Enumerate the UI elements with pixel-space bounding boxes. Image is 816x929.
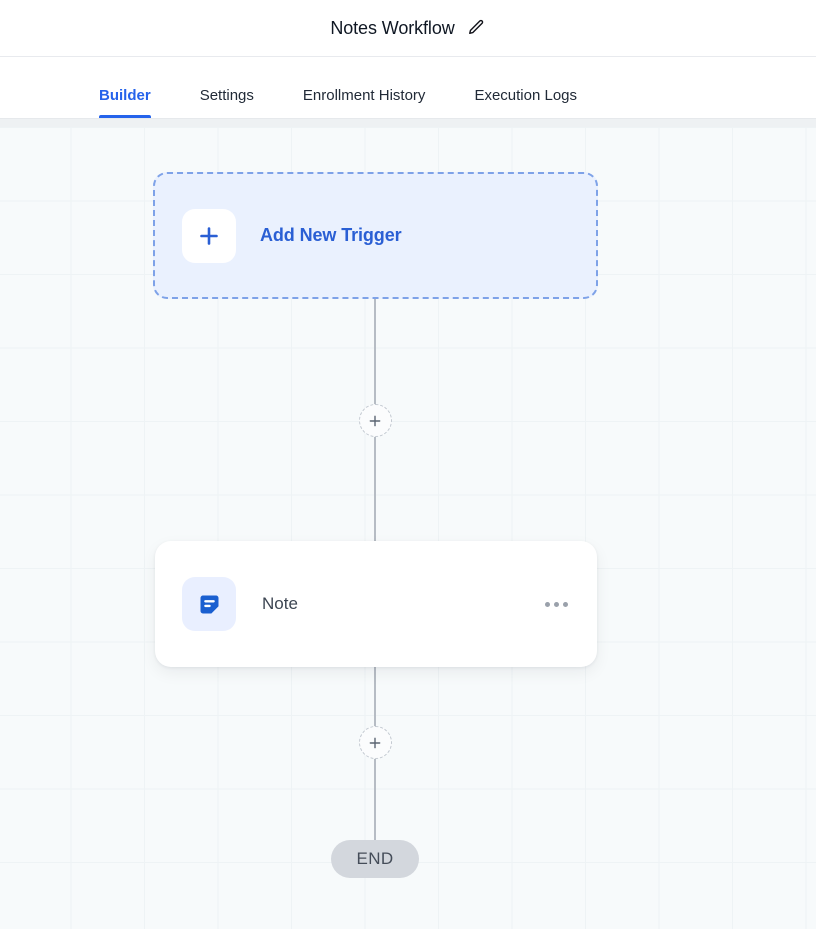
header-divider-strip xyxy=(0,118,816,127)
tab-enrollment-history[interactable]: Enrollment History xyxy=(303,87,426,118)
ellipsis-dot xyxy=(553,601,559,607)
pencil-edit-icon[interactable] xyxy=(466,18,486,38)
tab-settings[interactable]: Settings xyxy=(200,87,254,118)
ellipsis-dot xyxy=(544,601,550,607)
workflow-graph: Add New Trigger xyxy=(0,127,816,929)
tab-bar: Builder Settings Enrollment History Exec… xyxy=(0,57,816,118)
end-node: END xyxy=(331,840,419,878)
step-label-note: Note xyxy=(262,594,298,613)
note-icon xyxy=(182,577,236,631)
connector-line-note-to-add-2 xyxy=(374,667,376,780)
title-bar: Notes Workflow xyxy=(0,0,816,57)
add-new-trigger-card[interactable]: Add New Trigger xyxy=(153,172,598,299)
add-step-button-1[interactable] xyxy=(358,404,392,437)
ellipsis-icon[interactable] xyxy=(541,592,571,616)
tab-execution-logs[interactable]: Execution Logs xyxy=(474,87,577,118)
connector-line-add-2-to-end xyxy=(374,757,376,842)
connector-line-add-1-to-note xyxy=(374,435,376,543)
add-new-trigger-label: Add New Trigger xyxy=(260,225,402,245)
plus-icon xyxy=(182,208,236,263)
step-card-note[interactable]: Note xyxy=(155,541,597,667)
end-label: END xyxy=(356,849,394,868)
workflow-canvas[interactable]: Add New Trigger xyxy=(0,127,816,929)
add-step-button-2[interactable] xyxy=(358,726,392,759)
tab-builder[interactable]: Builder xyxy=(99,87,151,118)
connector-line-trigger-to-add-1 xyxy=(374,299,376,406)
ellipsis-dot xyxy=(562,601,568,607)
page-title: Notes Workflow xyxy=(330,18,455,38)
title-group: Notes Workflow xyxy=(330,18,485,38)
